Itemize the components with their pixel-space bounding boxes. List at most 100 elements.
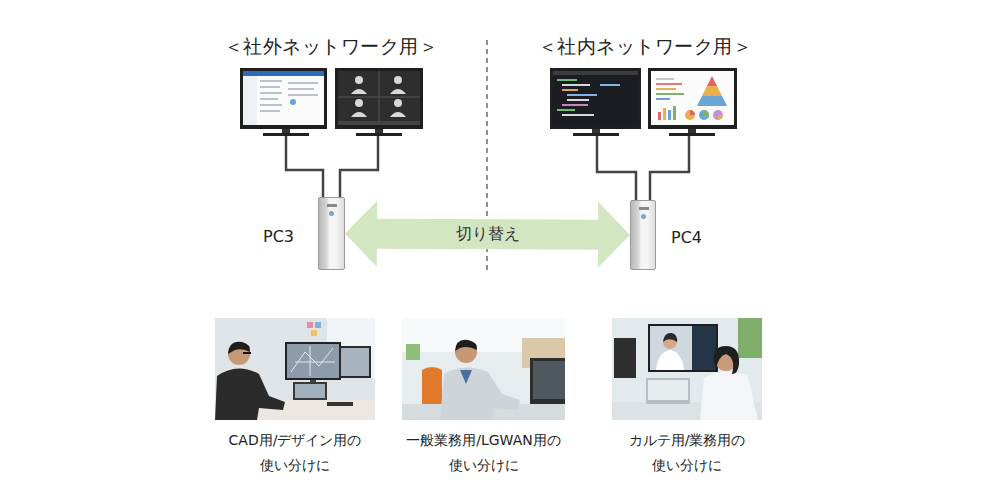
section-heading: ＜社外ネットワーク用＞ bbox=[224, 34, 439, 60]
sticker bbox=[307, 322, 313, 328]
photo-card: CAD用/デザイン用の 使い分けに bbox=[215, 318, 375, 420]
cable bbox=[340, 136, 378, 197]
monitor-screen bbox=[651, 71, 734, 125]
code-lines bbox=[557, 79, 620, 116]
doctor-hair bbox=[663, 333, 677, 342]
screen-lines bbox=[260, 80, 318, 112]
pyramid-low bbox=[697, 96, 727, 106]
bar bbox=[656, 88, 676, 90]
pc-tower: PC3 bbox=[318, 197, 345, 270]
photo-clinic bbox=[612, 318, 762, 420]
pie-slice bbox=[718, 115, 723, 120]
line bbox=[567, 99, 589, 101]
drive-slot bbox=[639, 207, 649, 210]
line bbox=[567, 94, 597, 96]
pyramid-mid bbox=[702, 86, 722, 96]
person-hair bbox=[228, 342, 250, 354]
wall bbox=[402, 318, 565, 420]
bar bbox=[656, 83, 682, 85]
power-button bbox=[329, 211, 334, 216]
bar bbox=[656, 93, 684, 95]
monitor bbox=[335, 68, 423, 136]
keyboard bbox=[327, 402, 353, 406]
monitor-base bbox=[669, 133, 715, 136]
cable bbox=[650, 136, 689, 200]
monitor bbox=[240, 68, 327, 136]
line bbox=[288, 94, 318, 96]
screen bbox=[533, 361, 565, 399]
monitor bbox=[285, 342, 341, 380]
person-head bbox=[394, 99, 402, 107]
chart-bars bbox=[656, 78, 684, 100]
cad-lines bbox=[291, 346, 335, 376]
monitor bbox=[530, 358, 565, 404]
line bbox=[562, 114, 594, 116]
pyramid-chart bbox=[697, 76, 727, 106]
screen bbox=[287, 344, 339, 378]
pc-label: PC3 bbox=[263, 227, 294, 246]
sticker bbox=[315, 322, 321, 328]
line bbox=[260, 98, 278, 100]
wall bbox=[215, 318, 375, 420]
laptop-screen bbox=[295, 384, 325, 398]
photo-cad bbox=[215, 318, 375, 420]
person-body bbox=[390, 89, 406, 94]
monitor-screen bbox=[553, 71, 638, 125]
screen-bar bbox=[553, 71, 638, 75]
cable bbox=[286, 136, 323, 197]
chair bbox=[422, 367, 442, 408]
monitor-screen bbox=[243, 71, 324, 125]
tile-grid bbox=[338, 71, 420, 121]
bar bbox=[656, 98, 670, 100]
pie-slice bbox=[690, 110, 695, 115]
monitor-base bbox=[263, 133, 309, 136]
line bbox=[562, 84, 590, 86]
line bbox=[288, 82, 318, 84]
call-bar bbox=[338, 121, 420, 125]
person-head bbox=[394, 76, 402, 84]
photo-card: 一般業務用/LGWAN用の 使い分けに bbox=[402, 318, 565, 420]
person-body bbox=[351, 89, 367, 94]
monitor bbox=[648, 324, 718, 372]
person-body bbox=[440, 367, 520, 420]
monitor bbox=[339, 346, 371, 378]
person-head bbox=[355, 99, 363, 107]
monitor bbox=[550, 68, 641, 136]
pie-slice bbox=[704, 110, 709, 118]
line bbox=[260, 104, 282, 106]
avatar bbox=[290, 99, 296, 105]
monitor-bezel bbox=[648, 68, 737, 129]
screen bbox=[341, 348, 369, 376]
column bbox=[668, 110, 671, 120]
screen bbox=[650, 326, 716, 370]
line bbox=[260, 80, 282, 82]
column bbox=[673, 106, 676, 120]
monitor-screen bbox=[338, 71, 420, 125]
left-monitor bbox=[614, 338, 636, 378]
grid-line bbox=[338, 97, 420, 98]
pie bbox=[685, 110, 695, 120]
person-body bbox=[390, 112, 406, 117]
line bbox=[288, 88, 314, 90]
line bbox=[562, 89, 578, 91]
plant bbox=[738, 318, 762, 358]
wall bbox=[612, 318, 762, 420]
pyramid-top bbox=[707, 76, 717, 86]
arrow-label: 切り替え bbox=[456, 224, 520, 245]
drive-slot bbox=[327, 204, 337, 207]
laptop bbox=[293, 382, 327, 400]
photo-card: カルテ用/業務用の 使い分けに bbox=[612, 318, 762, 420]
line bbox=[260, 110, 280, 112]
pc-label: PC4 bbox=[671, 228, 702, 247]
power-button bbox=[641, 214, 646, 219]
cable bbox=[597, 136, 636, 200]
person-body bbox=[215, 368, 285, 420]
person-hair bbox=[455, 340, 477, 351]
pie bbox=[699, 110, 709, 120]
bar bbox=[656, 78, 674, 80]
xray bbox=[692, 326, 716, 370]
section-heading: ＜社内ネットワーク用＞ bbox=[538, 34, 753, 60]
glasses bbox=[243, 352, 251, 354]
